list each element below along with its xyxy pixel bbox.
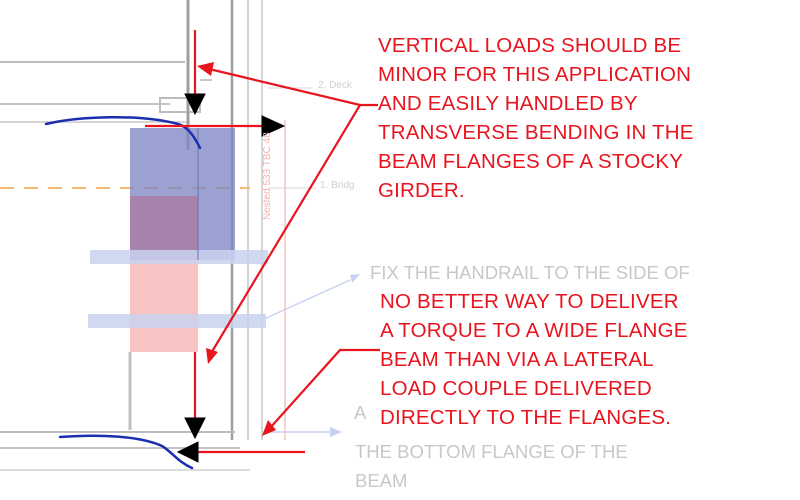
- lower-handrail-plate: [88, 314, 266, 328]
- leader-head-bottom: [262, 420, 276, 436]
- upper-handrail-plate: [90, 250, 268, 264]
- leader-head-top: [197, 62, 214, 76]
- lateral-arrowhead-top: [261, 115, 286, 137]
- torque-line-2: A TORQUE TO A WIDE FLANGE: [380, 319, 688, 342]
- leader-vertical-bottom: [209, 104, 361, 356]
- torque-line-3: BEAM THAN VIA A LATERAL: [380, 348, 654, 371]
- handrail-leader-top: [261, 279, 351, 321]
- vertical-loads-line-3: AND EASILY HANDLED BY: [378, 92, 638, 115]
- vertical-load-arrowhead-top: [184, 93, 206, 116]
- deck-level-label: 2. Deck: [318, 80, 352, 91]
- handrail-note-bottom: THE BOTTOM FLANGE OF THE BEAM: [355, 437, 628, 495]
- bottom-flange-sketch: [58, 434, 194, 470]
- handrail-leader-top-head: [350, 274, 360, 283]
- torque-line-1: NO BETTER WAY TO DELIVER: [380, 290, 679, 313]
- red-arrows: [145, 30, 380, 454]
- vertical-loads-line-2: MINOR FOR THIS APPLICATION: [378, 63, 692, 86]
- lateral-arrowhead-bottom: [176, 441, 199, 463]
- red-arrowheads: [176, 93, 286, 463]
- handrail-note-bottom-line-2: BEAM: [355, 470, 408, 491]
- member-designation-label: Nested 533 TBC 48: [262, 132, 273, 220]
- top-flange-sketch: [44, 116, 202, 150]
- red-leader-heads: [197, 62, 276, 436]
- web-fill: [130, 260, 198, 352]
- handrail-leader-bottom-head: [330, 427, 342, 437]
- torque-line-4: LOAD COUPLE DELIVERED: [380, 377, 652, 400]
- leader-head-middle: [206, 348, 218, 364]
- bridge-level-label: 1. Bridg: [320, 180, 355, 191]
- leader-torque: [269, 348, 380, 429]
- handrail-note-bottom-line-1: THE BOTTOM FLANGE OF THE: [355, 441, 628, 462]
- vertical-loads-line-6: GIRDER.: [378, 179, 465, 202]
- vertical-loads-annotation: VERTICAL LOADS SHOULD BE MINOR FOR THIS …: [378, 31, 694, 205]
- vertical-load-arrowhead-bottom: [184, 417, 206, 440]
- vertical-loads-line-4: TRANSVERSE BENDING IN THE: [378, 121, 694, 144]
- vertical-loads-line-5: BEAM FLANGES OF A STOCKY: [378, 150, 684, 173]
- handrail-note-top: FIX THE HANDRAIL TO THE SIDE OF: [370, 262, 690, 283]
- torque-line-5: DIRECTLY TO THE FLANGES.: [380, 406, 672, 429]
- handrail-note-fragment: A: [354, 402, 367, 423]
- vertical-loads-line-1: VERTICAL LOADS SHOULD BE: [378, 34, 682, 57]
- girder-overlap-fill: [130, 196, 198, 260]
- girder-section: [88, 128, 268, 352]
- torque-annotation: NO BETTER WAY TO DELIVER A TORQUE TO A W…: [380, 287, 688, 432]
